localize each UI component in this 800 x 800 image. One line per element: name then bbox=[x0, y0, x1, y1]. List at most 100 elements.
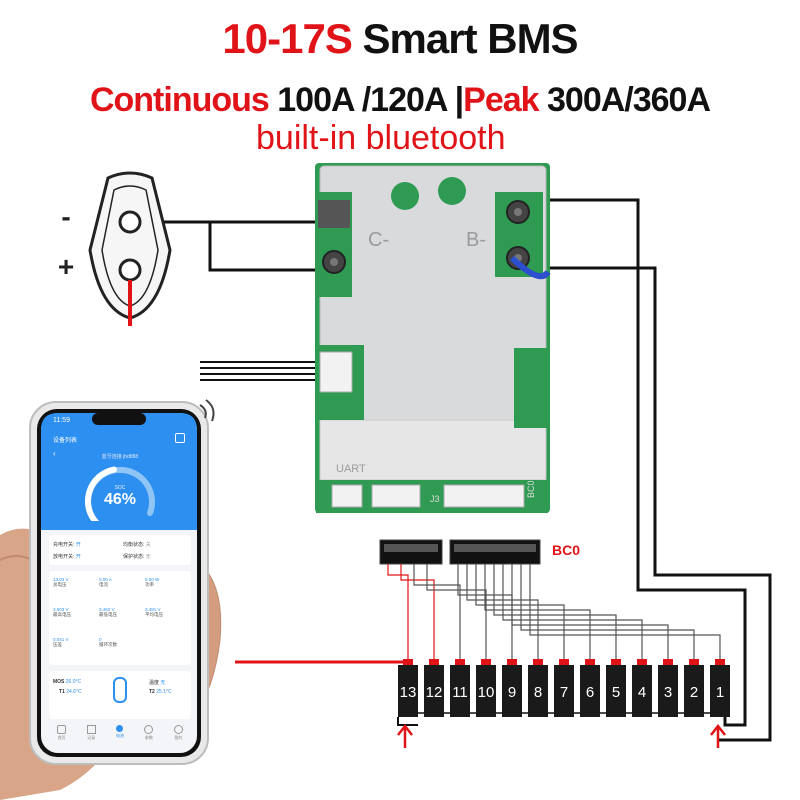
peak-value: 300A/360A bbox=[547, 81, 711, 119]
nav-label: 首页 bbox=[57, 735, 66, 740]
battery-icon bbox=[116, 725, 124, 732]
temperature-card: MOS 26.0°C T1 24.6°C 温度 无 T2 25.1°C bbox=[49, 671, 191, 719]
nav-item-params[interactable]: 参数 bbox=[144, 725, 154, 747]
terminal-plus-label: + bbox=[58, 251, 74, 282]
cell-terminal bbox=[715, 659, 725, 667]
cell-number-label: 8 bbox=[534, 684, 542, 701]
cell-number-label: 10 bbox=[478, 684, 495, 701]
balance-lead bbox=[520, 564, 695, 659]
nav-item-profile[interactable]: 我的 bbox=[173, 725, 183, 747]
balance-lead bbox=[426, 564, 487, 659]
stat-label: 平均电压 bbox=[145, 612, 163, 617]
balance-lead bbox=[493, 564, 617, 659]
header-title[interactable]: 设备列表 bbox=[53, 438, 78, 444]
c-minus-loop-wire bbox=[208, 222, 320, 272]
cell-terminal bbox=[611, 659, 621, 667]
board-j3-label: J3 bbox=[430, 494, 440, 504]
balance-lead bbox=[387, 564, 409, 659]
gear-icon bbox=[144, 725, 154, 734]
cell-terminal bbox=[507, 659, 517, 667]
t1-label: T1 bbox=[59, 689, 65, 695]
charge-switch-label: 充电开关: bbox=[53, 542, 75, 548]
protect-status-label: 保护状态: bbox=[123, 554, 145, 560]
cell-terminal bbox=[455, 659, 465, 667]
terminal-minus-label: - bbox=[61, 201, 70, 232]
connector-label: BC0 bbox=[552, 542, 580, 558]
cell-number-label: 11 bbox=[452, 684, 468, 701]
stat-label: 压差 bbox=[53, 642, 62, 647]
battery-cell bbox=[528, 665, 548, 717]
balance-connector-b bbox=[443, 484, 525, 508]
battery-cell bbox=[450, 665, 470, 717]
cell-number-label: 6 bbox=[586, 684, 594, 701]
battery-cell bbox=[606, 665, 626, 717]
current-arrows bbox=[397, 723, 726, 748]
balance-connector-a bbox=[371, 484, 421, 508]
battery-cell bbox=[632, 665, 652, 717]
nav-item-records[interactable]: 记录 bbox=[86, 725, 96, 747]
cell-number-label: 3 bbox=[664, 684, 672, 701]
protect-status-value: 无 bbox=[145, 554, 151, 560]
balance-lead bbox=[502, 564, 643, 659]
user-icon bbox=[173, 725, 183, 734]
cell-number-label: 9 bbox=[508, 684, 516, 701]
scan-icon[interactable] bbox=[175, 433, 185, 443]
board-b-label: B- bbox=[466, 229, 486, 251]
arrow-up-icon bbox=[710, 723, 726, 748]
stat-value: 0.00 A bbox=[99, 577, 112, 582]
stat-value: 0 bbox=[99, 637, 102, 642]
board-logo-icon bbox=[438, 177, 466, 205]
page-title: 10-17S Smart BMS bbox=[0, 14, 800, 64]
soc-label: SOC bbox=[114, 485, 126, 491]
cell-terminal bbox=[637, 659, 647, 667]
temp-label: 温度 bbox=[149, 680, 160, 686]
bottom-nav: 首页 记录 电池 参数 我的 bbox=[47, 725, 193, 747]
cell-number-label: 7 bbox=[560, 684, 568, 701]
discharge-switch-toggle[interactable]: 开 bbox=[75, 554, 81, 560]
balance-lead bbox=[475, 564, 565, 659]
stat-value: 13.03 V bbox=[53, 577, 69, 582]
battery-terminal: - + bbox=[58, 171, 172, 326]
battery-cell bbox=[710, 665, 730, 717]
balance-wires bbox=[387, 564, 721, 659]
board-logo-icon bbox=[391, 182, 419, 210]
battery-cell bbox=[476, 665, 496, 717]
soc-gauge-fill bbox=[85, 466, 118, 521]
nav-item-home[interactable]: 首页 bbox=[57, 725, 67, 747]
status-card: 充电开关: 开 均衡状态: 关 放电开关: 开 保护状态: 无 bbox=[49, 535, 191, 565]
records-icon bbox=[86, 725, 96, 734]
temp-harness-wire bbox=[200, 361, 322, 381]
title-range: 10-17S bbox=[222, 15, 352, 62]
battery-cell bbox=[684, 665, 704, 717]
stat-label: 功率 bbox=[145, 582, 154, 587]
stat-value: 3.462 V bbox=[99, 607, 115, 612]
t1-value: 24.6°C bbox=[66, 689, 82, 695]
arrow-up-icon bbox=[397, 723, 413, 748]
t2-value: 25.1°C bbox=[156, 689, 172, 695]
balance-lead bbox=[400, 564, 435, 659]
cell-terminal bbox=[689, 659, 699, 667]
spec-separator: | bbox=[454, 81, 464, 119]
current-spec-line: Continuous 100A /120A |Peak 300A/360A bbox=[0, 80, 800, 120]
nav-label: 电池 bbox=[115, 733, 124, 738]
battery-cell bbox=[398, 665, 418, 717]
nav-label: 参数 bbox=[144, 735, 153, 740]
balance-plug: BC0 bbox=[379, 539, 580, 565]
cell-terminal bbox=[585, 659, 595, 667]
cell-terminal bbox=[403, 659, 413, 667]
cell-terminal bbox=[559, 659, 569, 667]
cell-terminal bbox=[663, 659, 673, 667]
back-icon[interactable]: ‹ bbox=[53, 449, 56, 458]
nav-item-battery[interactable]: 电池 bbox=[116, 725, 124, 747]
charge-switch-toggle[interactable]: 开 bbox=[75, 542, 81, 548]
nav-label: 记录 bbox=[87, 735, 96, 740]
